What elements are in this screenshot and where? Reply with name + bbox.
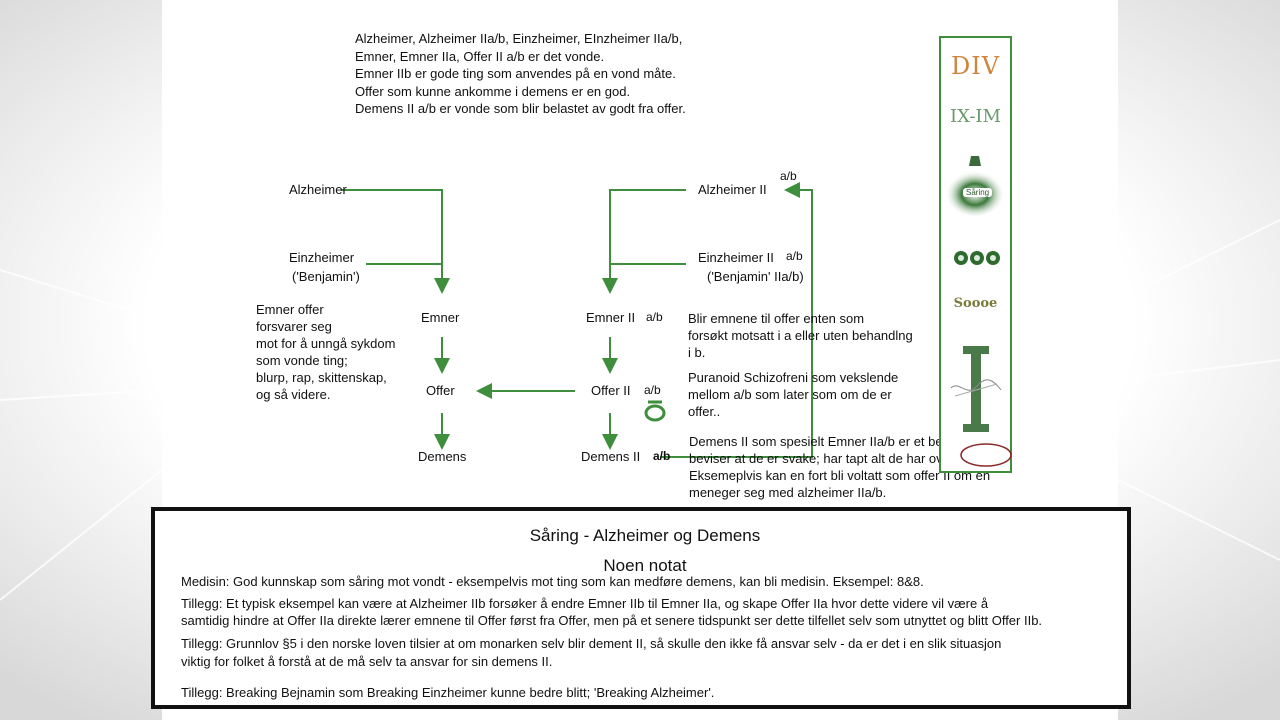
node-alzheimer-ii: Alzheimer II (698, 182, 767, 197)
right-note-line: beviser at de er svake; har tapt alt de … (689, 451, 1002, 466)
node-alzheimer: Alzheimer (289, 182, 347, 197)
right-note-line: forsøkt motsatt i a eller uten behandlng (688, 328, 913, 343)
node-demens: Demens (418, 449, 467, 464)
offer-ii-ab: a/b (644, 383, 661, 397)
einzheimer-ii-ab: a/b (786, 249, 803, 263)
right-note-line: Blir emnene til offer enten som (688, 311, 865, 326)
node-offer-ii: Offer II (591, 383, 631, 398)
note-tillegg-2a: Tillegg: Grunnlov §5 i den norske loven … (181, 636, 1002, 651)
intro-line: Alzheimer, Alzheimer IIa/b, Einzheimer, … (355, 31, 683, 46)
intro-line: Emner IIb er gode ting som anvendes på e… (355, 66, 676, 81)
right-note-2: Puranoid Schizofreni som vekslende mello… (688, 369, 898, 420)
notes-box: Såring - Alzheimer og Demens Noen notat … (151, 507, 1131, 709)
intro-line: Offer som kunne ankomme i demens er en g… (355, 83, 631, 99)
alzheimer-ii-ab: a/b (780, 169, 797, 183)
saring-badge: Såring (963, 188, 993, 197)
node-benjamin-ii: ('Benjamin' IIa/b) (707, 269, 804, 284)
right-note-line: i b. (688, 345, 706, 360)
emner-ii-ab: a/b (646, 310, 663, 324)
signature-emblem-icon (950, 346, 1002, 432)
arrow-alzheimer2-to-emner2 (602, 189, 686, 294)
right-note-1: Blir emnene til offer enten som forsøkt … (688, 310, 913, 361)
node-einzheimer: Einzheimer (289, 250, 355, 265)
note-tillegg-1a: Tillegg: Et typisk eksempel kan være at … (181, 596, 989, 611)
note-tillegg-1b: samtidig hindre at Offer IIa direkte lær… (181, 613, 1043, 628)
ornament-icon (945, 156, 1005, 216)
node-emner: Emner (421, 310, 460, 325)
right-note-line: meneger seg med alzheimer IIa/b. (689, 485, 887, 500)
note-tillegg-2b: viktig for folket å forstå at de må selv… (181, 654, 553, 669)
node-benjamin: ('Benjamin') (292, 269, 360, 284)
sooo-logo: Soooe (953, 296, 998, 311)
notes-subtitle: Noen notat (603, 556, 687, 575)
left-note-line: Emner offer (256, 302, 324, 317)
node-einzheimer-ii: Einzheimer II (698, 250, 774, 265)
node-offer: Offer (426, 383, 455, 398)
left-note-line: forsvarer seg (256, 319, 332, 334)
note-tillegg-3: Tillegg: Breaking Bejnamin som Breaking … (181, 685, 715, 700)
intro-text: Alzheimer, Alzheimer IIa/b, Einzheimer, … (355, 30, 686, 118)
right-note-line: Puranoid Schizofreni som vekslende (688, 370, 899, 385)
right-note-line: mellom a/b som later som om de er (688, 387, 892, 402)
left-note-line: mot for å unngå sykdom (256, 336, 396, 351)
div-logo: DIV (950, 52, 1001, 80)
intro-line: Emner, Emner IIa, Offer II a/b er det vo… (355, 48, 605, 64)
left-note-line: blurp, rap, skittenskap, (256, 370, 387, 385)
ixm-logo: IX-IM (950, 106, 1001, 127)
right-note-3: Demens II som spesielt Emner IIa/b er et… (689, 433, 1002, 501)
right-note-line: Eksemeplvis kan en fort bli voltatt som … (689, 468, 991, 483)
right-note-line: offer.. (688, 404, 721, 419)
cycle-symbol (644, 404, 666, 422)
intro-line: Demens II a/b er vonde som blir belastet… (355, 101, 686, 116)
left-note: Emner offer forsvarer seg mot for å unng… (256, 301, 395, 403)
left-note-line: og så videre. (256, 387, 331, 402)
arrow-demens2-loop (660, 182, 813, 458)
left-note-line: som vonde ting; (256, 353, 348, 368)
node-demens-ii: Demens II (581, 449, 641, 464)
notes-title: Såring - Alzheimer og Demens (529, 526, 761, 545)
logo-sidebar: DIV IX-IM Såring Soooe (939, 36, 1012, 473)
demens-ii-ab: a/b (653, 449, 671, 463)
stamp-icon (960, 443, 1012, 467)
three-ornaments-icon (954, 251, 1000, 265)
note-medisin: Medisin: God kunnskap som såring mot von… (181, 574, 924, 589)
arrow-alzheimer-to-emner (341, 189, 450, 294)
node-emner-ii: Emner II (586, 310, 636, 325)
right-note-line: Demens II som spesielt Emner IIa/b er et… (689, 434, 977, 449)
